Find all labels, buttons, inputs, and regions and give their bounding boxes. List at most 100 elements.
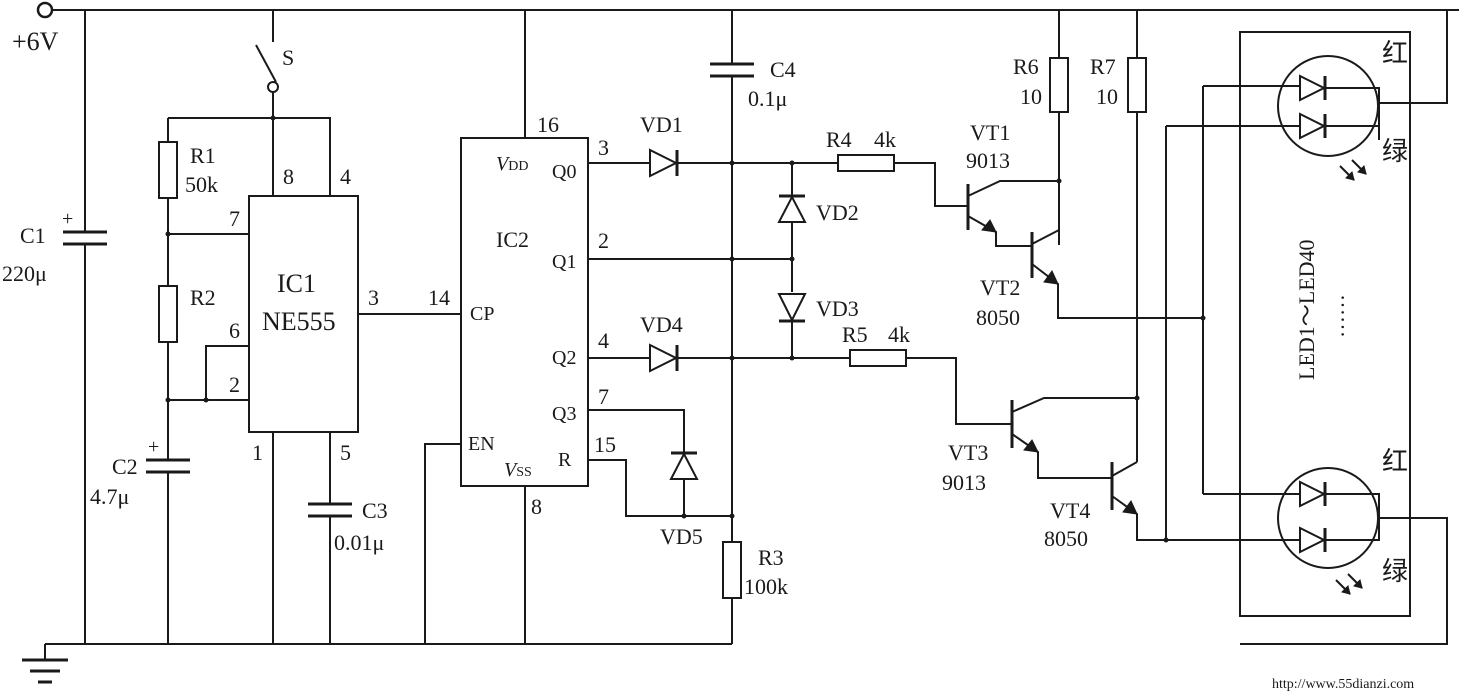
led-top-green: 绿 [1382, 137, 1408, 166]
vt2-name: VT2 [980, 275, 1020, 300]
supply-rail [36, 1, 1459, 104]
ic2-q2-label: Q2 [552, 347, 576, 369]
resistor-r6 [1049, 10, 1069, 245]
ic2-pin-15: 15 [594, 432, 616, 457]
switch-s [255, 10, 279, 196]
ic2-r-label: R [558, 449, 572, 471]
diode-vd2 [777, 163, 807, 292]
watermark: http://www.55dianzi.com [1272, 677, 1414, 692]
resistor-r7 [1127, 10, 1147, 462]
resistor-r4 [837, 154, 968, 207]
capacitor-c2: + [146, 436, 190, 644]
switch-label: S [282, 45, 294, 70]
vd5-label: VD5 [660, 524, 703, 549]
ic1-pin-6: 6 [229, 318, 240, 343]
svg-text:+: + [62, 208, 73, 230]
vt4-part: 8050 [1044, 526, 1088, 551]
c2-value: 4.7μ [90, 484, 129, 509]
ic2-pin-16: 16 [537, 112, 559, 137]
ic1-pin-3: 3 [368, 285, 379, 310]
vd3-label: VD3 [816, 296, 859, 321]
r4-name: R4 [826, 127, 852, 152]
transistor-vt4 [1110, 461, 1240, 541]
ic1-pin-4: 4 [340, 164, 351, 189]
led-dots: …… [1324, 294, 1349, 338]
led-bottom-green: 绿 [1382, 557, 1408, 586]
transistor-vt3 [1010, 397, 1137, 479]
capacitor-c1: + [62, 10, 107, 644]
c3-name: C3 [362, 498, 388, 523]
ic1-pin-2: 2 [229, 372, 240, 397]
diode-vd4 [588, 343, 850, 373]
ic1-name: IC1 [277, 269, 316, 298]
r2-name: R2 [190, 285, 216, 310]
led-bottom [1277, 467, 1380, 595]
vt1-name: VT1 [970, 120, 1010, 145]
svg-text:+: + [148, 436, 159, 458]
resistor-r5 [849, 349, 1012, 425]
vd2-label: VD2 [816, 200, 859, 225]
r3-name: R3 [758, 545, 784, 570]
r6-name: R6 [1013, 54, 1039, 79]
c4-value: 0.1μ [748, 86, 787, 111]
r4-value: 4k [874, 127, 896, 152]
c2-name: C2 [112, 454, 138, 479]
c1-value: 220μ [2, 261, 47, 286]
ic1-part: NE555 [262, 307, 336, 336]
c3-value: 0.01μ [334, 530, 384, 555]
ic2-pin-3: 3 [598, 135, 609, 160]
resistor-r1 [158, 118, 178, 286]
ic2-pin-14: 14 [428, 285, 450, 310]
r7-name: R7 [1090, 54, 1116, 79]
supply-label: +6V [12, 27, 59, 56]
r7-value: 10 [1096, 84, 1118, 109]
ic2-name: IC2 [496, 227, 529, 252]
vt4-name: VT4 [1050, 498, 1090, 523]
vd4-label: VD4 [640, 312, 683, 337]
ic2-pin-4: 4 [598, 328, 609, 353]
ic2-q0-label: Q0 [552, 161, 576, 183]
vd1-label: VD1 [640, 112, 683, 137]
ic2-pin-8: 8 [531, 494, 542, 519]
ic2-en-label: EN [468, 433, 495, 455]
vt3-name: VT3 [948, 440, 988, 465]
led-bottom-red: 红 [1382, 447, 1408, 476]
ic2-q3-label: Q3 [552, 403, 576, 425]
diode-vd1 [588, 148, 838, 178]
capacitor-c4 [710, 10, 754, 542]
r1-name: R1 [190, 143, 216, 168]
ic2-q1-label: Q1 [552, 251, 576, 273]
ic2-counter [424, 10, 589, 644]
ic2-vss-label: VSS [504, 459, 532, 481]
led-range-label: LED1～LED40 [1294, 239, 1319, 380]
ic2-pin-7: 7 [598, 384, 609, 409]
ic2-pin-2: 2 [598, 228, 609, 253]
r1-value: 50k [185, 172, 218, 197]
resistor-r3 [722, 541, 742, 644]
r3-value: 100k [744, 574, 788, 599]
diode-vd5 [588, 409, 699, 516]
led-board [1239, 31, 1411, 617]
ic1-pin-8: 8 [283, 164, 294, 189]
ic1-pin-1: 1 [252, 440, 263, 465]
c1-name: C1 [20, 223, 46, 248]
ic2-vdd-label: VDD [496, 153, 528, 175]
transistor-vt1 [966, 180, 1059, 247]
led-top-red: 红 [1382, 39, 1408, 68]
r5-value: 4k [888, 322, 910, 347]
r5-name: R5 [842, 322, 868, 347]
ic2-cp-label: CP [470, 303, 494, 325]
resistor-r2 [158, 285, 178, 460]
ic1-pin-5: 5 [340, 440, 351, 465]
ic1-ne555 [248, 195, 461, 644]
ic1-pin-7: 7 [229, 206, 240, 231]
ground-rail [22, 643, 732, 684]
r6-value: 10 [1020, 84, 1042, 109]
vt1-part: 9013 [966, 148, 1010, 173]
transistor-vt2 [1030, 229, 1203, 319]
c4-name: C4 [770, 57, 796, 82]
diode-vd3 [777, 293, 807, 358]
led-top [1277, 55, 1380, 181]
vt2-part: 8050 [976, 305, 1020, 330]
